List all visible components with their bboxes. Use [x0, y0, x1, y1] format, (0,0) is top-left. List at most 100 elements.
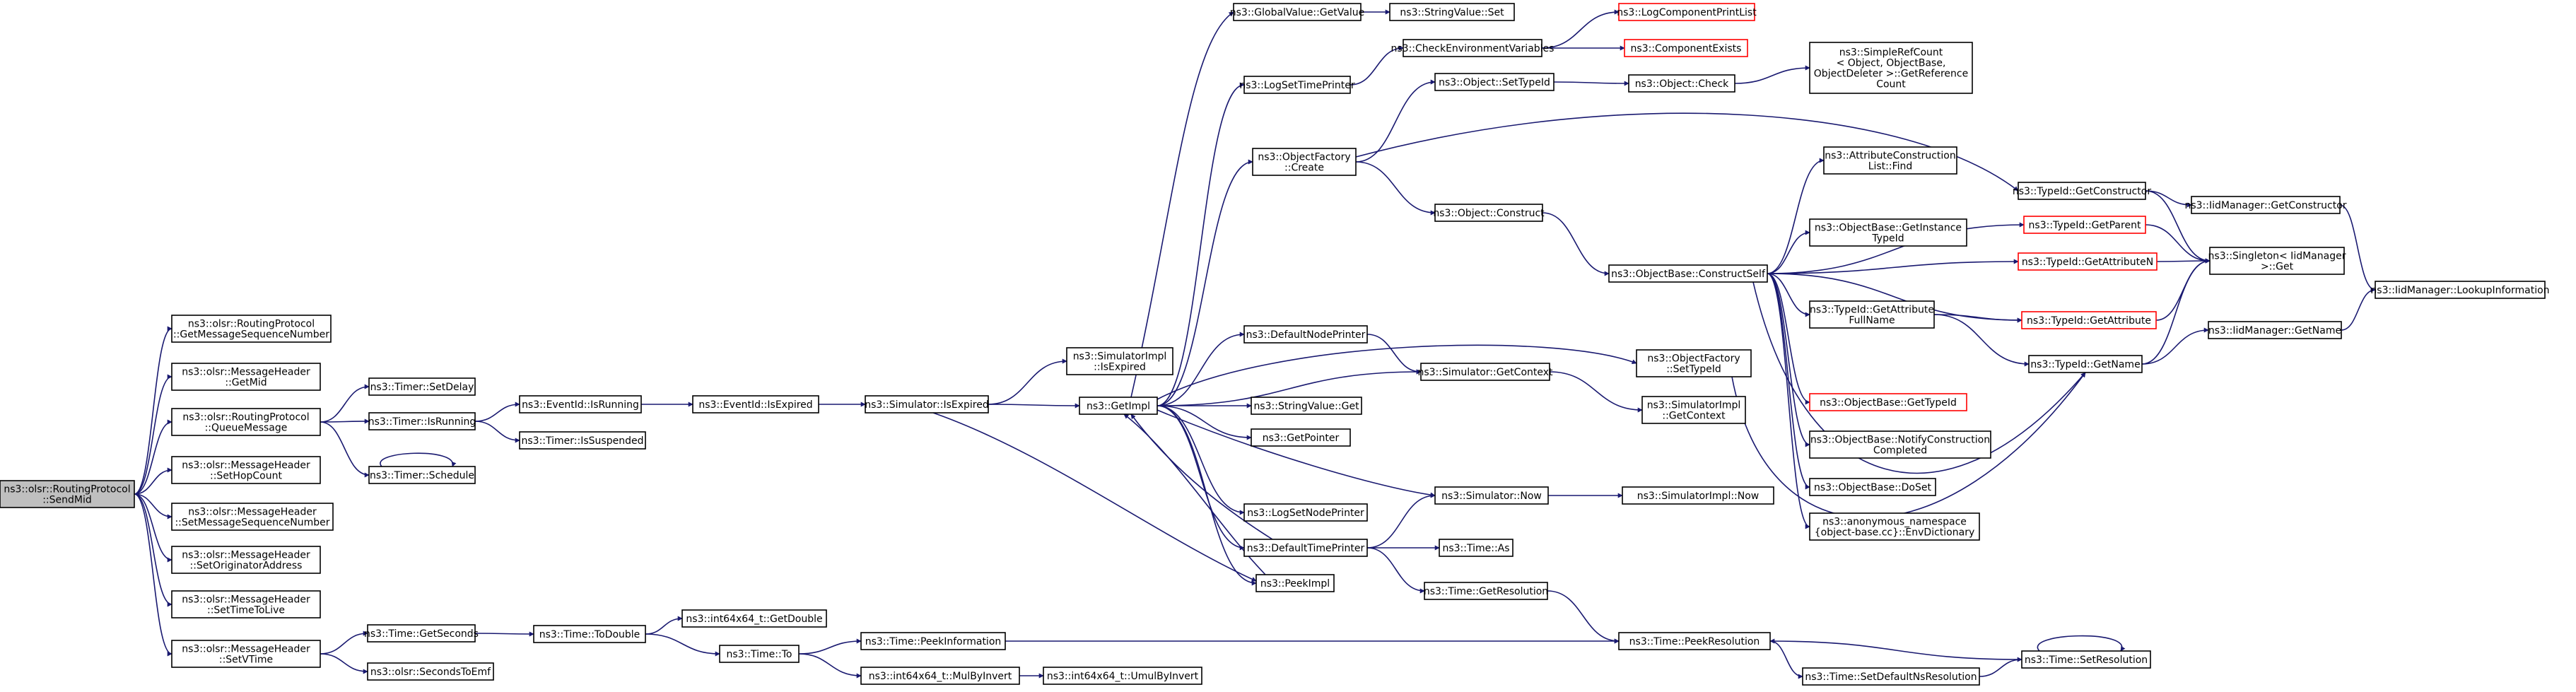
- node-n12[interactable]: ns3::Time::GetSeconds: [364, 624, 479, 643]
- node-n65[interactable]: ns3::Time::SetResolution: [2021, 650, 2151, 669]
- node-n36[interactable]: ns3::CheckEnvironmentVariables: [1391, 39, 1555, 57]
- node-n02[interactable]: ns3::olsr::MessageHeader::GetMid: [171, 363, 321, 391]
- node-n11[interactable]: ns3::Timer::Schedule: [368, 466, 476, 484]
- node-box: [171, 456, 321, 484]
- node-n21[interactable]: ns3::Time::PeekInformation: [860, 632, 1006, 650]
- edge-n00-n06: [134, 493, 172, 563]
- node-label: ns3::DefaultTimePrinter: [1247, 543, 1365, 554]
- node-box: [1628, 74, 1735, 93]
- node-n29[interactable]: ns3::DefaultNodePrinter: [1243, 325, 1368, 344]
- node-n68[interactable]: ns3::IidManager::GetName: [2208, 321, 2342, 339]
- edge-path: [1157, 82, 1245, 406]
- node-box: [1809, 512, 1980, 541]
- node-n16[interactable]: ns3::Time::ToDouble: [533, 625, 646, 643]
- node-n66[interactable]: ns3::IidManager::GetConstructor: [2184, 196, 2347, 214]
- edge-n16-n18: [645, 616, 683, 635]
- node-label: ns3::Time::To: [727, 649, 792, 660]
- node-box: [1389, 3, 1515, 21]
- node-n24[interactable]: ns3::GetImpl: [1079, 397, 1158, 415]
- node-n50[interactable]: ns3::Time::PeekResolution: [1618, 632, 1771, 650]
- node-n09[interactable]: ns3::Timer::SetDelay: [368, 377, 476, 396]
- node-n47[interactable]: ns3::ObjectFactory::SetTypeId: [1636, 349, 1752, 377]
- node-label: ns3::olsr::MessageHeader: [182, 550, 310, 561]
- node-n23[interactable]: ns3::SimulatorImpl::IsExpired: [1066, 347, 1173, 375]
- node-label: ns3::IidManager::LookupInformation: [2370, 285, 2549, 296]
- node-n25[interactable]: ns3::int64x64_t::UmulByInvert: [1043, 667, 1202, 685]
- node-n15[interactable]: ns3::Timer::IsSuspended: [519, 431, 646, 450]
- edge-path: [380, 452, 457, 467]
- node-n67[interactable]: ns3::Singleton< IidManager >::Get: [2208, 247, 2346, 275]
- node-n01[interactable]: ns3::olsr::RoutingProtocol::GetMessageSe…: [171, 315, 332, 343]
- node-n46[interactable]: ns3::ObjectBase::ConstructSelf: [1608, 264, 1768, 283]
- node-n44[interactable]: ns3::ComponentExists: [1624, 39, 1748, 57]
- node-n05[interactable]: ns3::olsr::MessageHeader::SetMessageSequ…: [171, 503, 334, 531]
- node-n62[interactable]: ns3::TypeId::GetAttributeN: [2018, 252, 2158, 271]
- node-n03[interactable]: ns3::olsr::RoutingProtocol::QueueMessage: [171, 408, 321, 436]
- node-n18[interactable]: ns3::int64x64_t::GetDouble: [681, 609, 827, 628]
- edge-n03-n11: [320, 421, 370, 478]
- node-n45[interactable]: ns3::Object::Check: [1628, 74, 1735, 93]
- edge-n12-n16: [474, 631, 534, 637]
- node-n48[interactable]: ns3::SimulatorImpl::GetContext: [1641, 396, 1746, 424]
- node-box: [1624, 39, 1748, 57]
- edge-path: [1547, 590, 1620, 644]
- node-n56[interactable]: ns3::ObjectBase::NotifyConstructionCompl…: [1809, 430, 1991, 459]
- node-n13[interactable]: ns3::olsr::SecondsToEmf: [367, 662, 494, 681]
- node-n61[interactable]: ns3::TypeId::GetParent: [2023, 216, 2146, 234]
- node-label: ns3::Time::GetResolution: [1424, 586, 1548, 597]
- node-n27[interactable]: ns3::LogSetTimePrinter: [1239, 76, 1355, 94]
- node-n42[interactable]: ns3::Time::GetResolution: [1424, 582, 1548, 600]
- edge-path: [1933, 314, 2030, 367]
- edge-path: [2156, 258, 2211, 264]
- edge-path: [798, 653, 862, 679]
- node-n20[interactable]: ns3::Simulator::IsExpired: [865, 395, 989, 414]
- node-n57[interactable]: ns3::ObjectBase::DoSet: [1809, 478, 1936, 496]
- node-box: [1243, 76, 1351, 94]
- node-n35[interactable]: ns3::StringValue::Set: [1389, 3, 1515, 21]
- node-n19[interactable]: ns3::Time::To: [719, 645, 800, 663]
- node-n69[interactable]: ns3::IidManager::LookupInformation: [2370, 281, 2550, 299]
- edge-path: [988, 403, 1080, 409]
- node-n58[interactable]: ns3::anonymous_namespace{object-base.cc}…: [1809, 512, 1980, 541]
- node-n40[interactable]: ns3::Simulator::Now: [1434, 486, 1549, 505]
- node-n55[interactable]: ns3::ObjectBase::GetTypeId: [1809, 393, 1967, 411]
- node-label: ns3::Singleton< IidManager: [2208, 251, 2346, 262]
- node-label: ns3::EventId::IsRunning: [522, 399, 639, 411]
- node-n07[interactable]: ns3::olsr::MessageHeader::SetTimeToLive: [171, 590, 321, 618]
- node-n43[interactable]: ns3::LogComponentPrintList: [1617, 3, 1757, 21]
- node-n37[interactable]: ns3::Object::SetTypeId: [1434, 73, 1555, 91]
- edge-path: [1769, 638, 2022, 660]
- node-n63[interactable]: ns3::TypeId::GetAttribute: [2021, 311, 2157, 329]
- node-n26[interactable]: ns3::GlobalValue::GetValue: [1230, 3, 1364, 21]
- node-n64[interactable]: ns3::TypeId::GetName: [2028, 355, 2143, 373]
- node-n38[interactable]: ns3::Object::Construct: [1433, 204, 1545, 222]
- node-n30[interactable]: ns3::StringValue::Get: [1251, 397, 1362, 415]
- node-n39[interactable]: ns3::Simulator::GetContext: [1417, 363, 1553, 381]
- node-n49[interactable]: ns3::SimulatorImpl::Now: [1622, 486, 1774, 505]
- node-box: [519, 431, 646, 450]
- node-n14[interactable]: ns3::EventId::IsRunning: [519, 395, 642, 414]
- node-n33[interactable]: ns3::DefaultTimePrinter: [1243, 539, 1368, 557]
- node-n41[interactable]: ns3::Time::As: [1439, 539, 1514, 557]
- edge-n11-n11: [380, 452, 457, 467]
- node-n28[interactable]: ns3::ObjectFactory::Create: [1252, 148, 1357, 176]
- node-box: [1809, 300, 1935, 329]
- node-n22[interactable]: ns3::int64x64_t::MulByInvert: [860, 667, 1020, 685]
- node-n06[interactable]: ns3::olsr::MessageHeader::SetOriginatorA…: [171, 546, 321, 574]
- node-n00[interactable]: ns3::olsr::RoutingProtocol::SendMid: [0, 480, 135, 508]
- node-n08[interactable]: ns3::olsr::MessageHeader::SetVTime: [171, 640, 321, 668]
- node-n32[interactable]: ns3::LogSetNodePrinter: [1243, 503, 1368, 522]
- node-n34[interactable]: ns3::PeekImpl: [1255, 574, 1335, 592]
- node-label: ns3::StringValue::Set: [1400, 7, 1504, 18]
- node-n17[interactable]: ns3::EventId::IsExpired: [692, 395, 819, 414]
- node-n59[interactable]: ns3::Time::SetDefaultNsResolution: [1802, 667, 1980, 686]
- node-label: ns3::ObjectFactory: [1647, 353, 1740, 365]
- node-n31[interactable]: ns3::GetPointer: [1251, 428, 1351, 447]
- node-n10[interactable]: ns3::Timer::IsRunning: [368, 412, 476, 430]
- node-n04[interactable]: ns3::olsr::MessageHeader::SetHopCount: [171, 456, 321, 484]
- node-n51[interactable]: ns3::SimpleRefCount< Object, ObjectBase,…: [1809, 42, 1973, 94]
- node-n60[interactable]: ns3::TypeId::GetConstructor: [2013, 182, 2151, 200]
